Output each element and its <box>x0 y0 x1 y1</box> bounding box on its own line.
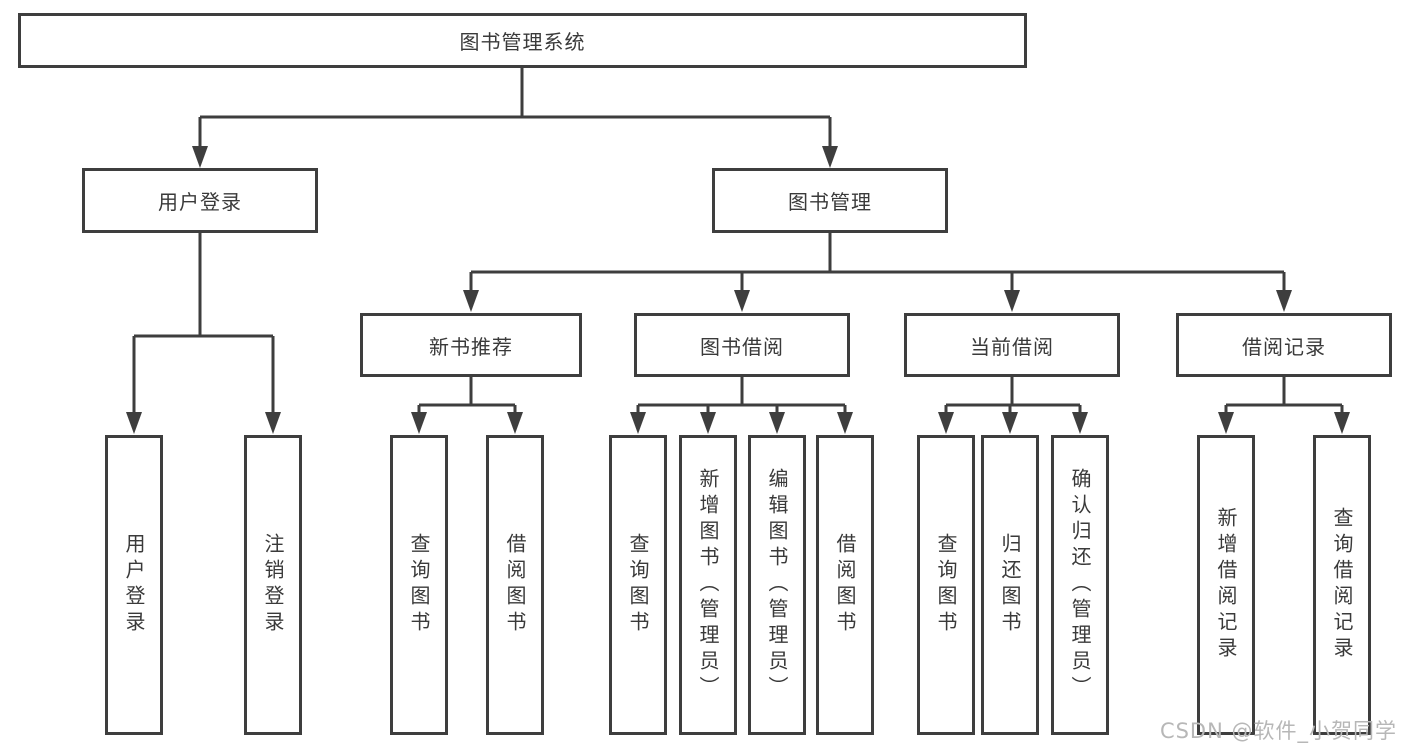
leaf-label: 归还图书 <box>998 533 1022 637</box>
leaf-confirm-return-admin: 确认归还（管理员） <box>1051 435 1109 735</box>
leaf-query-books-borrow: 查询图书 <box>609 435 667 735</box>
leaf-user-login: 用户登录 <box>105 435 163 735</box>
leaf-query-books-current: 查询图书 <box>917 435 975 735</box>
node-library-system: 图书管理系统 <box>18 13 1027 68</box>
leaf-query-borrow-record: 查询借阅记录 <box>1313 435 1371 735</box>
leaf-label: 查询借阅记录 <box>1330 507 1354 663</box>
leaf-add-book-admin: 新增图书（管理员） <box>679 435 737 735</box>
leaf-label: 新增图书（管理员） <box>696 468 720 702</box>
leaf-label: 注销登录 <box>261 533 285 637</box>
leaf-label: 查询图书 <box>626 533 650 637</box>
csdn-watermark: CSDN @软件_小贺同学 <box>1159 719 1397 743</box>
node-user-login: 用户登录 <box>82 168 318 233</box>
leaf-logout: 注销登录 <box>244 435 302 735</box>
leaf-add-borrow-record: 新增借阅记录 <box>1197 435 1255 735</box>
leaf-label: 借阅图书 <box>833 533 857 637</box>
leaf-label: 确认归还（管理员） <box>1068 468 1092 702</box>
leaf-label: 查询图书 <box>407 533 431 637</box>
leaf-edit-book-admin: 编辑图书（管理员） <box>748 435 806 735</box>
node-borrow-records: 借阅记录 <box>1176 313 1392 377</box>
leaf-borrow-books: 借阅图书 <box>816 435 874 735</box>
leaf-query-books-recommend: 查询图书 <box>390 435 448 735</box>
node-new-book-recommend: 新书推荐 <box>360 313 582 377</box>
node-book-borrow: 图书借阅 <box>634 313 850 377</box>
node-book-management: 图书管理 <box>712 168 948 233</box>
leaf-return-book: 归还图书 <box>981 435 1039 735</box>
leaf-label: 用户登录 <box>122 533 146 637</box>
leaf-label: 编辑图书（管理员） <box>765 468 789 702</box>
leaf-label: 借阅图书 <box>503 533 527 637</box>
leaf-label: 查询图书 <box>934 533 958 637</box>
node-current-borrow: 当前借阅 <box>904 313 1120 377</box>
leaf-borrow-books-recommend: 借阅图书 <box>486 435 544 735</box>
leaf-label: 新增借阅记录 <box>1214 507 1238 663</box>
